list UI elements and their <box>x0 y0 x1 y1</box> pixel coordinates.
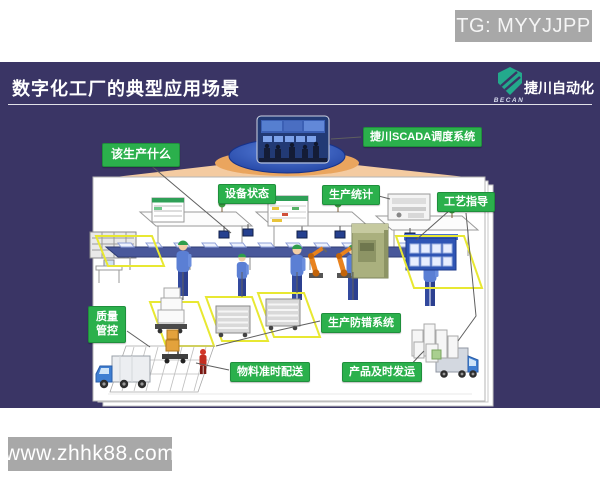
watermark-top-text: TG: MYYJJPP <box>456 14 591 37</box>
cnc-machine <box>351 223 389 279</box>
material-trolley <box>265 298 301 332</box>
label-process-guidance: 工艺指导 <box>437 192 495 213</box>
logistics-worker <box>199 349 207 374</box>
label-equipment-status: 设备状态 <box>218 184 276 205</box>
label-scada-system: 捷川SCADA调度系统 <box>363 127 483 148</box>
page-title: 数字化工厂的典型应用场景 <box>12 79 240 99</box>
label-error-proofing: 生产防错系统 <box>321 313 401 334</box>
watermark-top-badge: TG: MYYJJPP <box>455 10 592 42</box>
watermark-bottom-badge: www.zhhk88.com <box>4 437 176 471</box>
label-quality-control: 质量管控 <box>88 306 126 343</box>
control-room-photo <box>256 115 330 164</box>
production-stats-machine <box>387 193 431 221</box>
label-product-shipping: 产品及时发运 <box>342 362 422 383</box>
watermark-bottom-text: www.zhhk88.com <box>4 442 176 465</box>
logo-company-text: 捷川自动化 <box>524 80 594 96</box>
andon-whiteboard <box>151 197 185 223</box>
becan-logo-icon <box>498 67 522 95</box>
crate-stack <box>155 287 187 334</box>
title-underline <box>8 104 592 105</box>
forklift <box>162 329 188 364</box>
storage-machine <box>404 234 458 271</box>
label-production-stats: 生产统计 <box>322 185 380 206</box>
inbound-truck <box>95 355 151 389</box>
factory-diagram-illustration <box>89 115 494 407</box>
logo-brand-text: BECAN <box>493 97 525 104</box>
label-material-delivery: 物料准时配送 <box>230 362 310 383</box>
finished-goods-stacks <box>411 323 459 363</box>
material-trolley <box>215 305 251 339</box>
leader-lines <box>126 136 477 371</box>
label-what-to-produce: 该生产什么 <box>102 143 181 167</box>
